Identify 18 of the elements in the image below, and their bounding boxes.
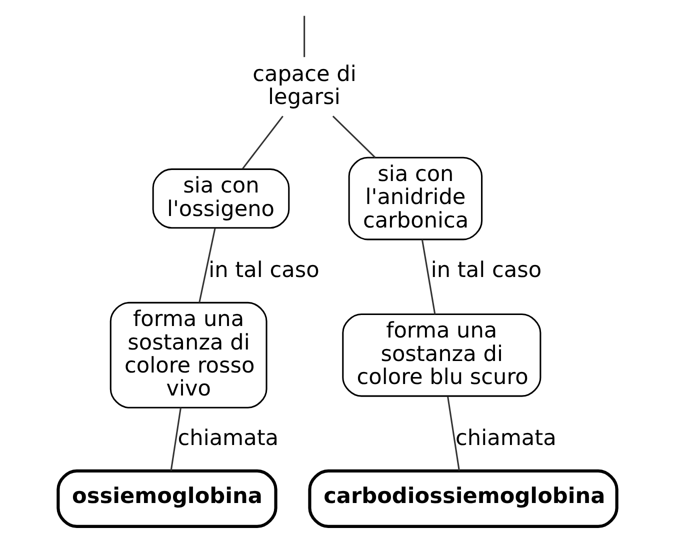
node-box: sia con l'anidride carbonica: [348, 156, 483, 240]
node-box: sia con l'ossigeno: [152, 168, 290, 229]
edge-label: in tal caso: [208, 258, 320, 283]
connector: [421, 239, 436, 314]
node-box: ossiemoglobina: [56, 469, 278, 528]
connector: [447, 396, 460, 471]
edge-label: in tal caso: [430, 258, 542, 283]
connector: [198, 228, 216, 303]
edge-label: chiamata: [456, 426, 556, 451]
node-text: capace di legarsi: [252, 62, 356, 110]
connector: [332, 116, 376, 158]
connector: [304, 16, 306, 58]
node-box: carbodiossiemoglobina: [308, 469, 618, 528]
connector: [242, 116, 284, 170]
connector: [170, 408, 182, 471]
node-box: forma una sostanza di colore blu scuro: [342, 314, 542, 397]
node-box: forma una sostanza di colore rosso vivo: [110, 302, 268, 408]
edge-label: chiamata: [178, 426, 279, 451]
